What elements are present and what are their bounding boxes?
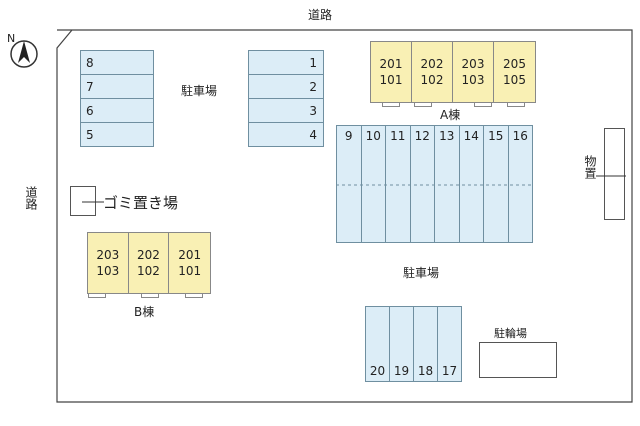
- parking-slot-number: 5: [86, 127, 94, 142]
- building-a-label: A棟: [440, 108, 461, 122]
- parking-slot: 10: [360, 125, 386, 243]
- parking-slot-number: 2: [309, 79, 317, 94]
- building-a-step: [474, 102, 492, 107]
- unit-number-upper: 203: [461, 57, 485, 71]
- parking-slot-number: 13: [439, 129, 455, 143]
- parking-slot: 5: [80, 122, 154, 147]
- parking-slot-number: 19: [393, 364, 410, 378]
- parking-slot: 19: [389, 306, 414, 382]
- unit-number-lower: 105: [503, 73, 526, 87]
- unit-number-upper: 202: [137, 248, 160, 262]
- parking-slot: 4: [248, 122, 324, 147]
- building-b-step: [185, 293, 203, 298]
- parking-slot-number: 3: [309, 103, 317, 118]
- unit-number-lower: 102: [420, 73, 444, 87]
- parking-slot: 2: [248, 74, 324, 99]
- parking-slot: 12: [409, 125, 435, 243]
- building-b-label: B棟: [134, 305, 155, 319]
- parking-slot-number: 12: [414, 129, 430, 143]
- road-top-label: 道路: [307, 8, 332, 22]
- parking-label-upper: 駐車場: [181, 84, 218, 98]
- unit-number-lower: 103: [461, 73, 485, 87]
- storage-shed: [604, 128, 625, 220]
- bicycle-label: 駐輪場: [494, 327, 527, 340]
- parking-slot: 16: [507, 125, 533, 243]
- parking-slot: 7: [80, 74, 154, 99]
- building-b-step: [141, 293, 159, 298]
- north-compass-icon: N: [4, 30, 38, 70]
- unit-number-upper: 205: [503, 57, 526, 71]
- parking-slot-number: 8: [86, 55, 94, 70]
- garbage-box: [70, 186, 96, 216]
- parking-slot-number: 18: [417, 364, 434, 378]
- parking-slot-number: 9: [344, 129, 353, 143]
- svg-text:N: N: [7, 32, 15, 45]
- parking-slot-number: 20: [369, 364, 386, 378]
- unit-number-lower: 103: [96, 264, 120, 278]
- road-left-label: 道路: [24, 186, 38, 210]
- unit-number-lower: 101: [178, 264, 202, 278]
- parking-slot-number: 16: [512, 129, 528, 143]
- storage-label: 物置: [583, 155, 597, 179]
- unit-number-upper: 201: [178, 248, 202, 262]
- building-b-step: [88, 293, 106, 298]
- parking-slot: 6: [80, 98, 154, 123]
- building-a-step: [382, 102, 400, 107]
- parking-slot: 18: [413, 306, 438, 382]
- parking-slot-number: 14: [463, 129, 479, 143]
- bicycle-parking-box: [479, 342, 557, 378]
- parking-slot: 8: [80, 50, 154, 75]
- parking-slot: 1: [248, 50, 324, 75]
- garbage-leader-line: [82, 201, 104, 203]
- parking-slot-number: 6: [86, 103, 94, 118]
- parking-slot-number: 17: [441, 364, 458, 378]
- parking-slot-number: 11: [390, 129, 406, 143]
- parking-slot-number: 1: [309, 55, 317, 70]
- unit-number-upper: 202: [420, 57, 444, 71]
- parking-slot-number: 4: [309, 127, 317, 142]
- parking-slot-number: 10: [365, 129, 381, 143]
- unit-number-upper: 201: [379, 57, 403, 71]
- parking-slot-number: 15: [488, 129, 504, 143]
- unit-number-lower: 101: [379, 73, 403, 87]
- parking-slot: 17: [437, 306, 462, 382]
- parking-slot-number: 7: [86, 79, 94, 94]
- storage-leader-line: [596, 175, 626, 177]
- parking-slot: 20: [365, 306, 390, 382]
- parking-label-center: 駐車場: [403, 266, 440, 280]
- center-parking-divider: [336, 184, 532, 186]
- building-a-step: [507, 102, 525, 107]
- unit-number-lower: 102: [137, 264, 160, 278]
- parking-slot: 3: [248, 98, 324, 123]
- garbage-label: ゴミ置き場: [103, 194, 179, 212]
- unit-number-upper: 203: [96, 248, 120, 262]
- building-a-step: [414, 102, 432, 107]
